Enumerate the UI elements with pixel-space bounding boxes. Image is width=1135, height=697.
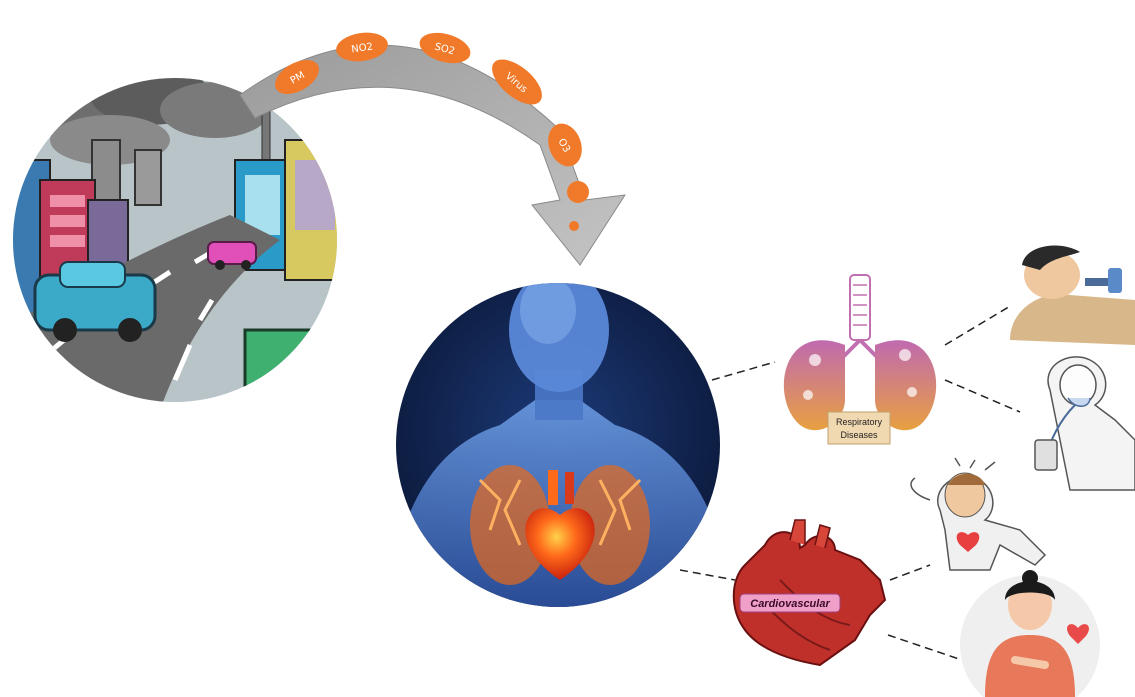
inhaler-patient [1010,246,1135,345]
human-body-heart-lungs [395,268,725,620]
chest-pain-woman [960,570,1100,697]
headache-chest-pain-patient [911,458,1045,570]
respiratory-label-line1: Respiratory [836,417,883,427]
polluted-city-scene [0,65,360,410]
oxygen-mask-patient [1035,357,1135,490]
pollutant-dot-large [567,181,589,203]
respiratory-label-line2: Diseases [840,430,878,440]
heart-icon: Cardiovascular [734,520,885,665]
lungs-icon: Respiratory Diseases [784,275,936,444]
pollutant-dot-small [569,221,579,231]
cardiovascular-label: Cardiovascular [750,598,830,610]
